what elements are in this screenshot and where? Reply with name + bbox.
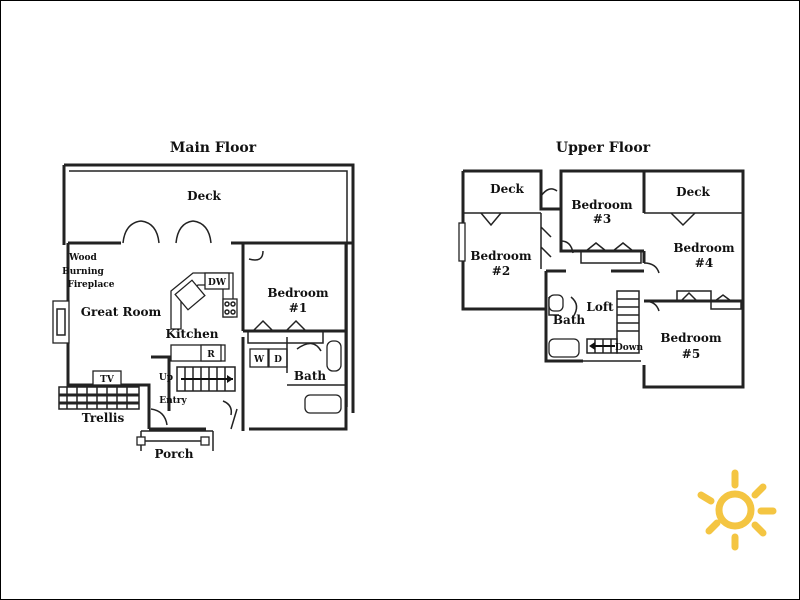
bedroom2-number: #2 — [492, 264, 510, 278]
main-stairs — [176, 366, 236, 392]
loft-label: Loft — [586, 300, 614, 314]
main-deck-label: Deck — [187, 189, 221, 203]
stairs-up-label: Up — [159, 373, 173, 383]
stairs-down-label: Down — [615, 343, 644, 353]
main-floor-title: Main Floor — [170, 140, 257, 156]
tv-cabinet — [92, 370, 122, 386]
kitchen-label: Kitchen — [166, 327, 219, 341]
bedroom3-label: Bedroom — [571, 198, 632, 212]
main-bath-label: Bath — [294, 369, 326, 383]
bedroom3-number: #3 — [593, 212, 611, 226]
trellis-label: Trellis — [82, 411, 125, 425]
tv-label: TV — [100, 375, 115, 385]
refrigerator-label: R — [207, 350, 215, 360]
fireplace-label-3: Fireplace — [67, 280, 114, 290]
great-room-label: Great Room — [81, 305, 162, 319]
bath-tub — [304, 394, 342, 414]
upper-tub — [548, 338, 580, 358]
porch — [136, 430, 214, 451]
upper-bath-label: Bath — [553, 313, 585, 327]
deck-door-left — [122, 220, 160, 244]
refrigerator — [200, 344, 222, 362]
upper-floor-title: Upper Floor — [556, 140, 651, 156]
fireplace-label-2: Burning — [62, 267, 104, 277]
upper-toilet — [548, 294, 564, 312]
bedroom5-number: #5 — [682, 347, 700, 361]
bedroom1-label: Bedroom — [267, 286, 328, 300]
bedroom2-label: Bedroom — [470, 249, 531, 263]
kitchen-sink — [174, 279, 206, 311]
upper-deck-right-label: Deck — [676, 185, 710, 199]
fireplace-label-1: Wood — [68, 253, 97, 263]
deck-door-right — [175, 220, 212, 244]
upper-stairs — [586, 290, 640, 354]
stove — [222, 298, 238, 318]
bedroom4-number: #4 — [695, 256, 713, 270]
dishwasher — [204, 272, 230, 290]
main-floor-plan: Deck Wood Burning Fireplace Great Room D… — [52, 163, 355, 461]
upper-floor-plan: Deck Deck Bedroom #3 Bedroom #2 Bedroom … — [458, 169, 745, 389]
bath-toilet — [326, 340, 342, 372]
entry-label: Entry — [159, 396, 187, 406]
sun-icon — [697, 469, 777, 551]
deck-outline — [64, 163, 355, 413]
washer — [249, 348, 269, 368]
bedroom5-label: Bedroom — [660, 331, 721, 345]
dryer-label: D — [274, 355, 282, 365]
porch-label: Porch — [154, 447, 193, 461]
bedroom4-label: Bedroom — [673, 241, 734, 255]
upper-deck-left-label: Deck — [490, 182, 524, 196]
trellis — [58, 386, 140, 410]
bedroom1-door — [248, 250, 264, 261]
washer-label: W — [253, 355, 265, 365]
main-right-wall — [249, 243, 348, 431]
bedroom1-number: #1 — [289, 301, 307, 315]
dw-label: DW — [208, 278, 227, 288]
fireplace-box — [52, 300, 70, 344]
